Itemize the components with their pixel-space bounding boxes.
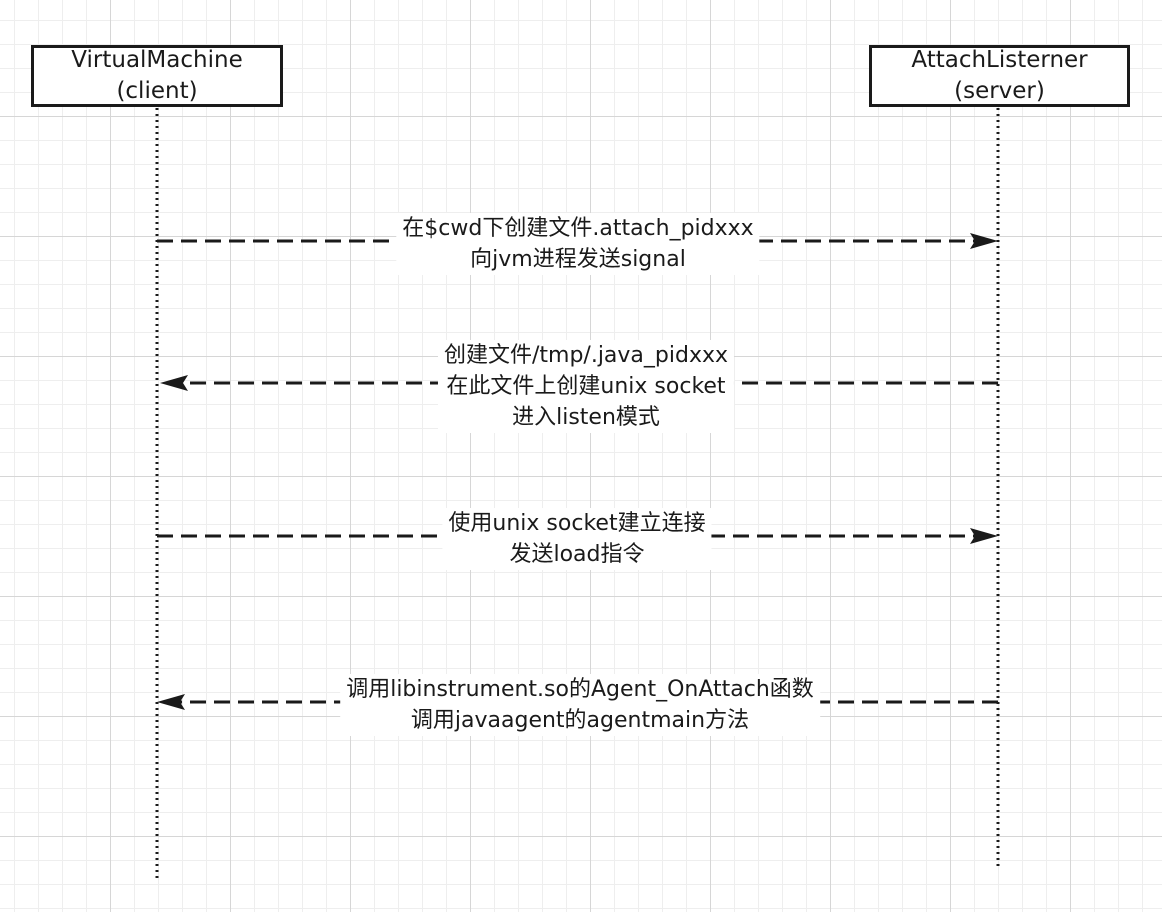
message-3-label: 使用unix socket建立连接 发送load指令: [442, 508, 712, 570]
message-2-line-2: 在此文件上创建unix socket: [446, 374, 726, 399]
message-2-line-3: 进入listen模式: [512, 405, 660, 430]
message-1-line-1: 在$cwd下创建文件.attach_pidxxx: [402, 216, 754, 241]
actor-server-name: AttachListerner: [911, 47, 1088, 73]
actor-server-role: (server): [954, 78, 1045, 104]
message-1-label: 在$cwd下创建文件.attach_pidxxx 向jvm进程发送signal: [396, 213, 760, 275]
message-2-line-1: 创建文件/tmp/.java_pidxxx: [443, 343, 729, 368]
message-4-line-2: 调用javaagent的agentmain方法: [410, 708, 750, 733]
message-3-arrowhead: [970, 528, 998, 544]
message-2-label: 创建文件/tmp/.java_pidxxx 在此文件上创建unix socket…: [437, 340, 735, 433]
message-4-line-1: 调用libinstrument.so的Agent_OnAttach函数: [346, 677, 814, 702]
message-3-line-2: 发送load指令: [509, 542, 645, 567]
message-4-label: 调用libinstrument.so的Agent_OnAttach函数 调用ja…: [340, 674, 820, 736]
message-1-line-2: 向jvm进程发送signal: [470, 247, 686, 272]
actor-client-role: (client): [116, 78, 198, 104]
actor-client-box: VirtualMachine (client): [31, 45, 283, 107]
message-4-arrowhead: [157, 694, 185, 710]
message-3-line-1: 使用unix socket建立连接: [448, 511, 706, 536]
message-2-arrowhead: [160, 375, 188, 391]
actor-server-box: AttachListerner (server): [869, 45, 1130, 107]
message-1-arrowhead: [970, 233, 998, 249]
actor-client-name: VirtualMachine: [71, 47, 243, 73]
